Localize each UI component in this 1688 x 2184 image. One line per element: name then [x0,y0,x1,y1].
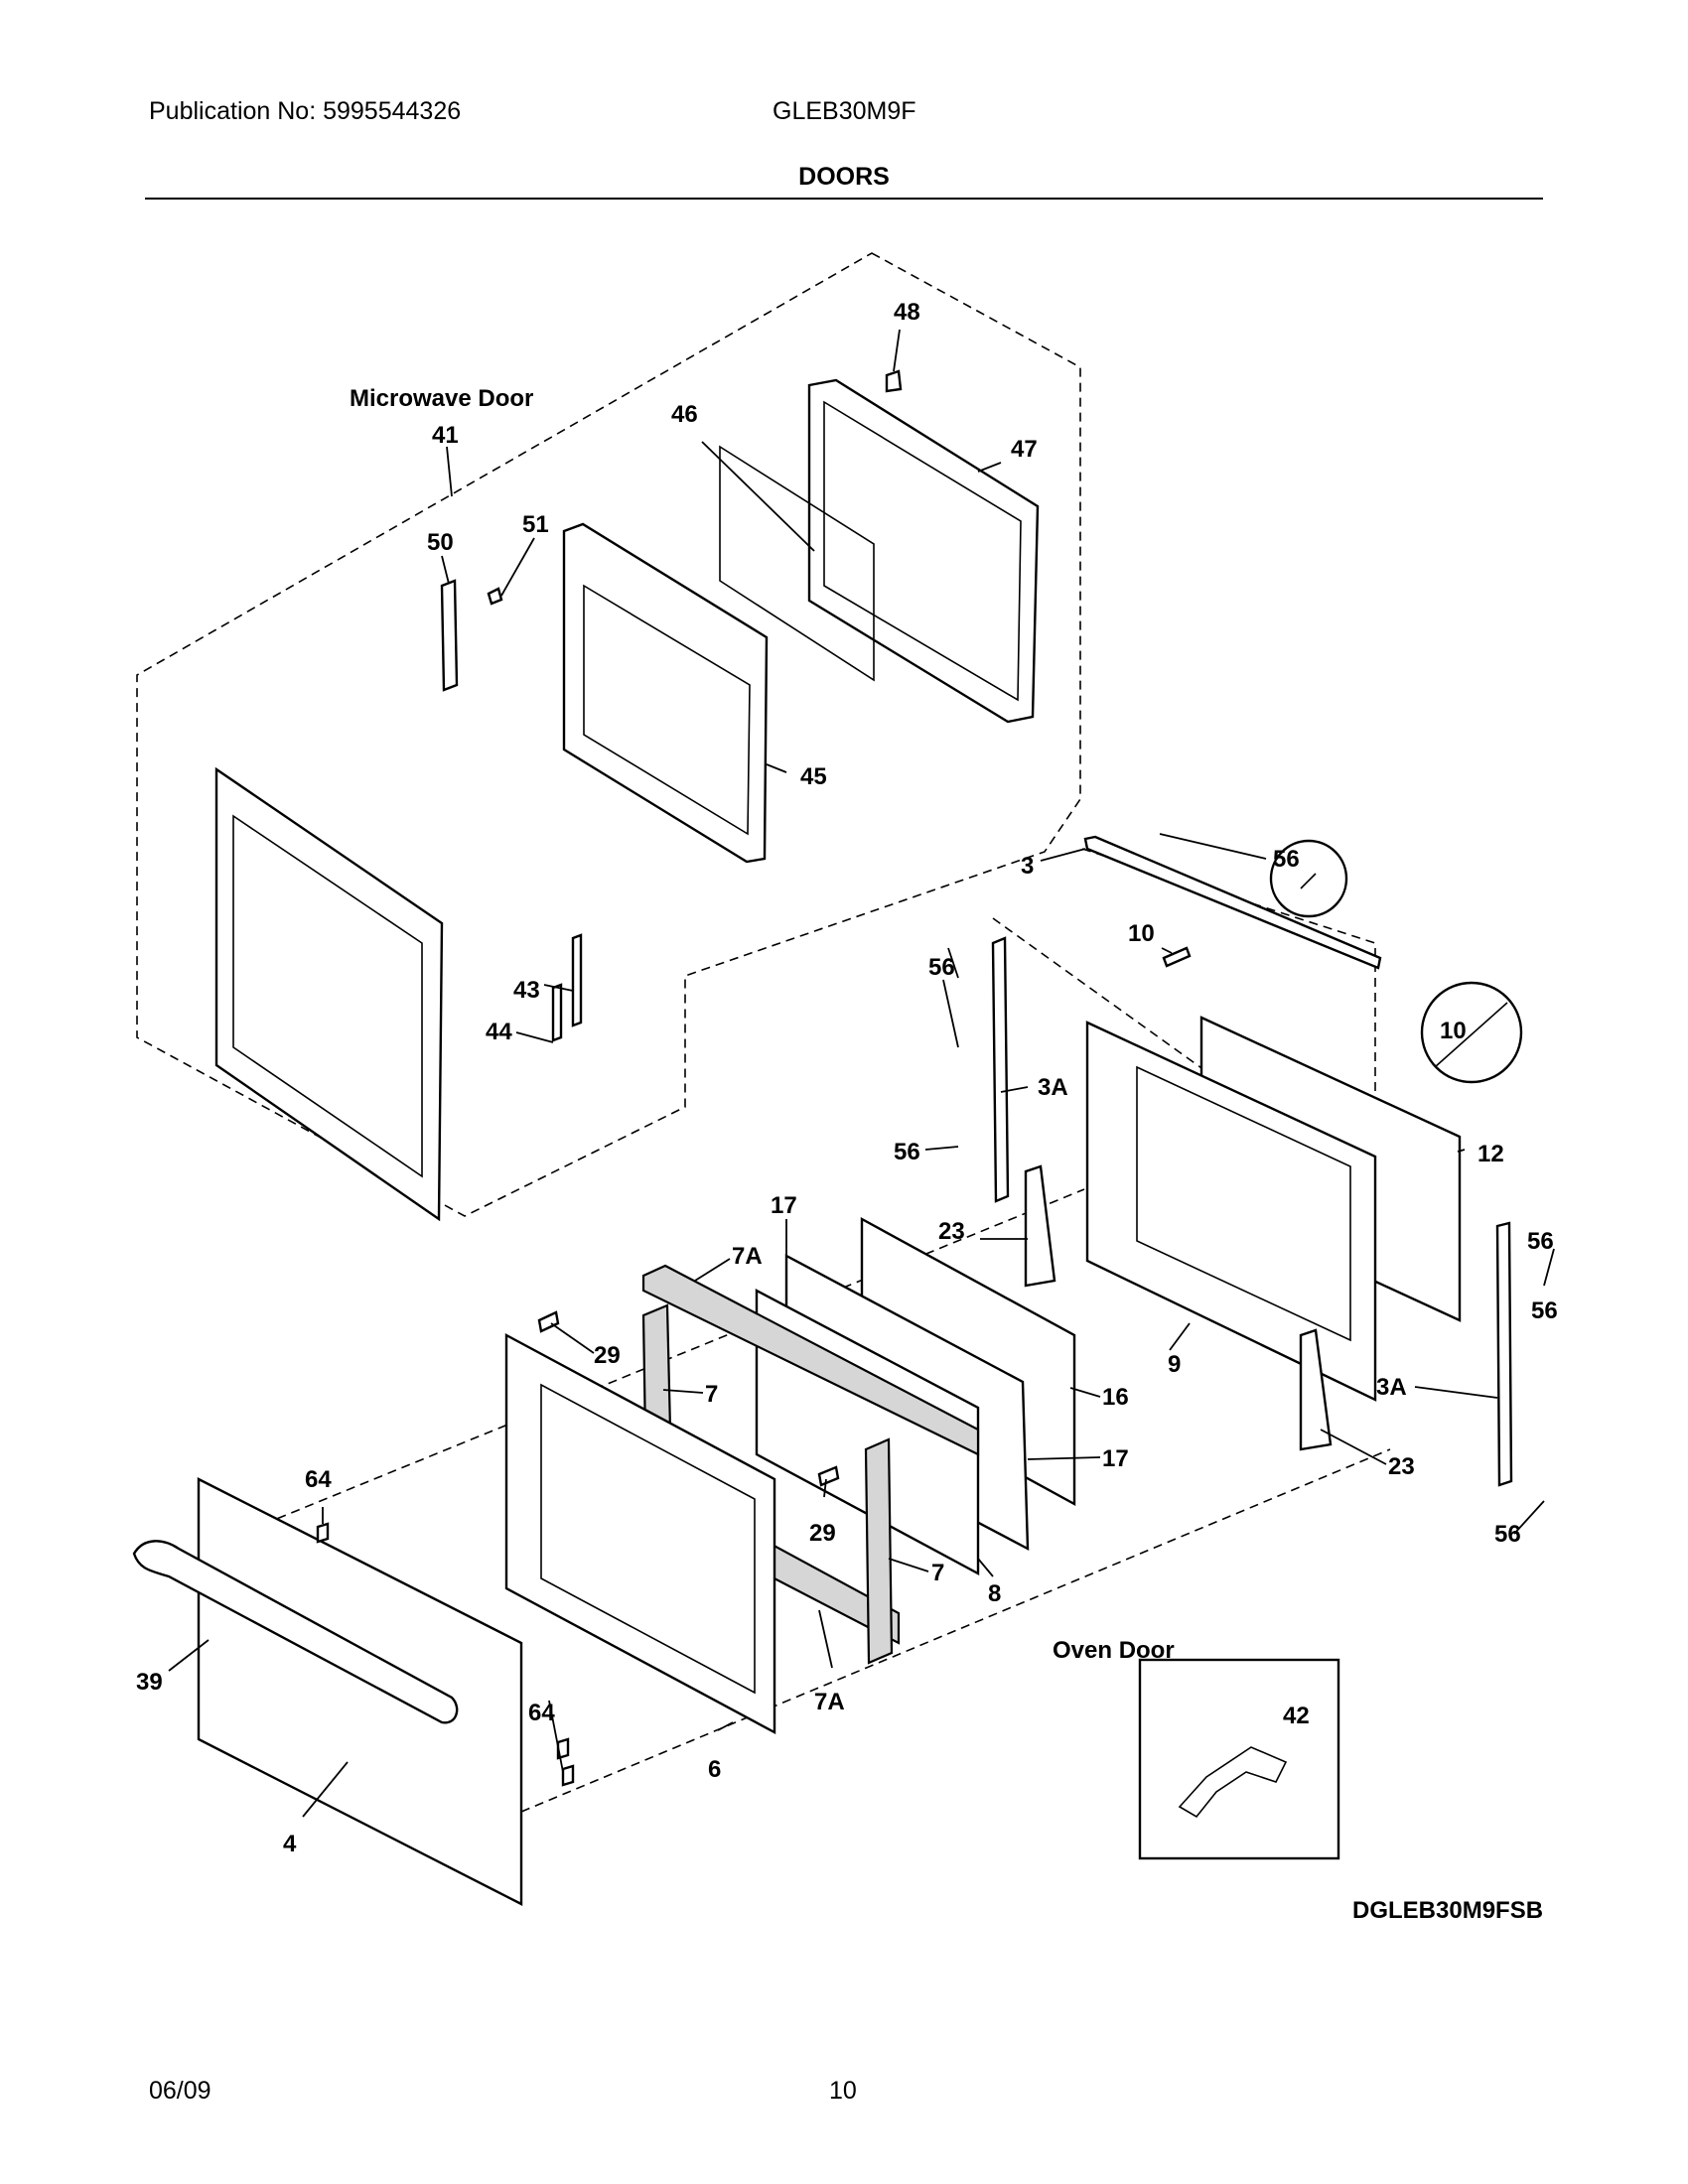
oven-door-label: Oven Door [1053,1637,1175,1664]
part-23-hinge-left [1024,1164,1056,1288]
part-46-glass [719,445,875,682]
part-7-right-strip [864,1437,894,1665]
callout-56-left-top: 56 [928,954,955,981]
part-43-bracket [571,933,583,1027]
diagram-code: DGLEB30M9FSB [1352,1897,1543,1924]
callout-46: 46 [671,401,698,428]
detail-circle-10 [1420,981,1523,1084]
callout-7a-bottom: 7A [814,1689,845,1715]
callout-7a-top: 7A [732,1243,763,1270]
callout-23-left: 23 [938,1218,965,1245]
microwave-door-boundary [136,252,1081,1217]
callout-8: 8 [988,1580,1001,1607]
callout-3a-right: 3A [1376,1374,1407,1401]
callout-44: 44 [486,1019,512,1045]
callout-64-top: 64 [305,1466,332,1493]
callout-6: 6 [708,1756,721,1783]
callout-12: 12 [1477,1141,1504,1167]
part-7a-top-strip [641,1264,980,1456]
part-50-latch [440,579,459,692]
publication-number: Publication No: 5995544326 [149,97,462,125]
part-4-outer-door [132,1477,523,1906]
part-29-clip-top [537,1310,560,1333]
model-number: GLEB30M9F [773,97,916,125]
part-3-vent-trim [1083,835,1382,970]
microwave-door-label: Microwave Door [350,385,533,412]
callout-39: 39 [136,1669,163,1696]
callout-10-circle: 10 [1440,1018,1467,1044]
leader-lines [168,329,1555,1818]
callout-10: 10 [1128,920,1155,947]
callout-17-bottom: 17 [1102,1445,1129,1472]
part-3a-left-trim [991,936,1010,1203]
callout-56-right-top: 56 [1531,1297,1558,1324]
page-title: DOORS [798,163,890,191]
callout-45: 45 [800,763,827,790]
callout-29-mid: 29 [809,1520,836,1547]
callout-42: 42 [1283,1703,1310,1729]
callout-4: 4 [283,1831,297,1857]
callout-16: 16 [1102,1384,1129,1411]
callout-50: 50 [427,529,454,556]
callout-48: 48 [894,299,920,326]
header-divider [145,198,1543,200]
callout-43: 43 [513,977,540,1004]
callout-64-bottom: 64 [528,1700,555,1726]
part-6-door-frame [504,1332,776,1735]
callout-17-top: 17 [771,1192,797,1219]
microwave-outer-door [214,766,444,1222]
part-29-clip-mid [817,1465,840,1487]
callout-3a-left: 3A [1038,1074,1068,1101]
part-47-frame [807,378,1040,724]
part-64-bumper-top [316,1522,330,1544]
callout-41: 41 [432,422,459,449]
part-42-detail-box [1138,1658,1340,1860]
part-9-door-frame [1085,1021,1377,1402]
page-number: 10 [829,2077,857,2105]
callout-29-top: 29 [594,1342,621,1369]
callout-3: 3 [1021,853,1034,880]
part-10-screw [1162,946,1192,968]
callout-56-right-top-screw: 56 [1527,1228,1554,1255]
callout-56-circle: 56 [1273,846,1300,873]
callout-56-left-mid: 56 [894,1139,920,1165]
callout-7-right: 7 [931,1560,944,1586]
footer-date: 06/09 [149,2077,211,2105]
callout-9: 9 [1168,1351,1181,1378]
callout-51: 51 [522,511,549,538]
part-23-hinge-right [1299,1328,1333,1451]
part-64-bumper-lower [556,1737,570,1760]
part-44-bracket [551,983,563,1042]
part-51-screw [487,587,503,606]
part-64-bumper-bottom [561,1764,575,1787]
callout-47: 47 [1011,436,1038,463]
callout-56-right-bottom: 56 [1494,1521,1521,1548]
detail-circle-56 [1269,839,1348,918]
callout-23-right: 23 [1388,1453,1415,1480]
callout-7-left: 7 [705,1381,718,1408]
part-3a-right-trim [1495,1221,1513,1487]
part-48-clip [885,369,903,393]
part-45-inner-frame [562,522,769,864]
